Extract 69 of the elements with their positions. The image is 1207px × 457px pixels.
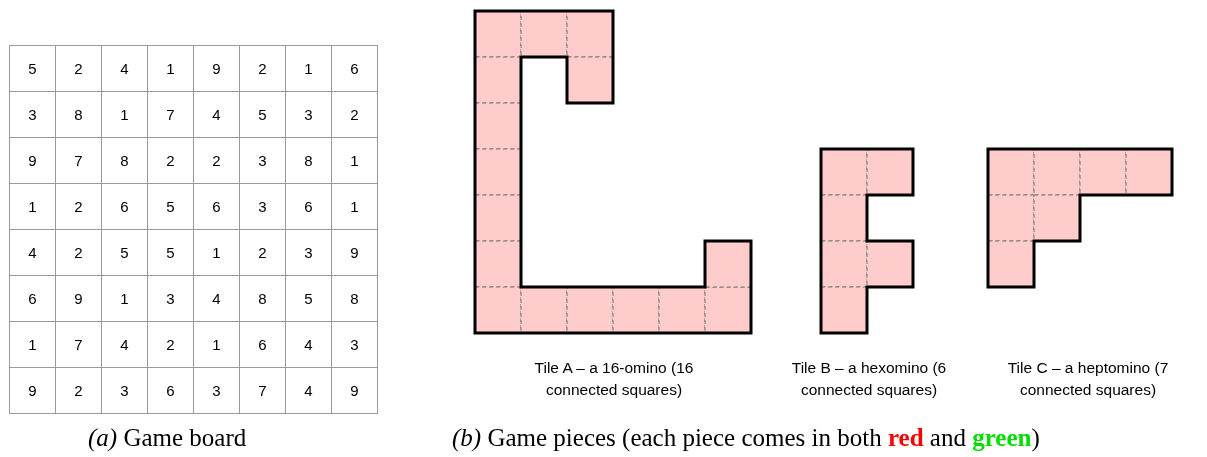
board-cell: 6 (285, 183, 332, 230)
board-cell: 5 (147, 229, 194, 276)
board-cell: 1 (101, 275, 148, 322)
board-cell: 9 (193, 45, 240, 92)
board-cell: 9 (9, 367, 56, 414)
board-cell: 6 (331, 45, 378, 92)
board-cell: 5 (239, 91, 286, 138)
board-cell: 3 (101, 367, 148, 414)
board-cell: 5 (285, 275, 332, 322)
figure-caption: (b) Game pieces (each piece comes in both red and green) (452, 424, 1040, 452)
board-cell: 4 (193, 91, 240, 138)
board-cell: 2 (55, 367, 102, 414)
board-cell: 1 (9, 321, 56, 368)
tile-caption: Tile A – a 16-omino (16 connected squares) (533, 358, 695, 400)
board-cell: 3 (239, 183, 286, 230)
board-cell: 3 (331, 321, 378, 368)
board-cell: 6 (101, 183, 148, 230)
board-cell: 2 (147, 137, 194, 184)
board-cell: 5 (147, 183, 194, 230)
board-cell: 3 (285, 229, 332, 276)
board-cell: 6 (193, 183, 240, 230)
board-cell: 4 (9, 229, 56, 276)
board-cell: 2 (239, 45, 286, 92)
board-cell: 4 (101, 321, 148, 368)
board-cell: 1 (101, 91, 148, 138)
board-cell: 5 (9, 45, 56, 92)
board-cell: 4 (101, 45, 148, 92)
board-cell: 8 (55, 91, 102, 138)
board-cell: 4 (285, 321, 332, 368)
board-cell: 1 (9, 183, 56, 230)
board-cell: 4 (193, 275, 240, 322)
board-cell: 8 (239, 275, 286, 322)
board-cell: 7 (55, 321, 102, 368)
board-cell: 2 (55, 229, 102, 276)
board-cell: 4 (285, 367, 332, 414)
board-cell: 8 (285, 137, 332, 184)
figure-caption: (a) Game board (88, 424, 247, 452)
board-cell: 9 (331, 229, 378, 276)
board-cell: 9 (55, 275, 102, 322)
board-cell: 3 (285, 91, 332, 138)
tile-caption: Tile C – a heptomino (7 connected squares) (1006, 358, 1170, 400)
board-cell: 7 (55, 137, 102, 184)
board-cell: 9 (9, 137, 56, 184)
board-cell: 7 (239, 367, 286, 414)
board-cell: 2 (239, 229, 286, 276)
board-cell: 8 (101, 137, 148, 184)
board-cell: 5 (101, 229, 148, 276)
board-cell: 6 (239, 321, 286, 368)
board-cell: 6 (147, 367, 194, 414)
board-cell: 8 (331, 275, 378, 322)
board-cell: 2 (193, 137, 240, 184)
board-cell: 1 (331, 137, 378, 184)
board-cell: 9 (331, 367, 378, 414)
board-cell: 3 (147, 275, 194, 322)
tile-caption: Tile B – a hexomino (6 connected squares) (790, 358, 948, 400)
board-cell: 2 (55, 45, 102, 92)
board-cell: 1 (193, 321, 240, 368)
board-cell: 2 (55, 183, 102, 230)
board-cell: 1 (285, 45, 332, 92)
board-cell: 3 (193, 367, 240, 414)
board-cell: 1 (147, 45, 194, 92)
board-cell: 1 (193, 229, 240, 276)
board-cell: 3 (9, 91, 56, 138)
board-cell: 6 (9, 275, 56, 322)
board-cell: 1 (331, 183, 378, 230)
board-cell: 2 (331, 91, 378, 138)
board-cell: 3 (239, 137, 286, 184)
board-cell: 7 (147, 91, 194, 138)
board-cell: 2 (147, 321, 194, 368)
